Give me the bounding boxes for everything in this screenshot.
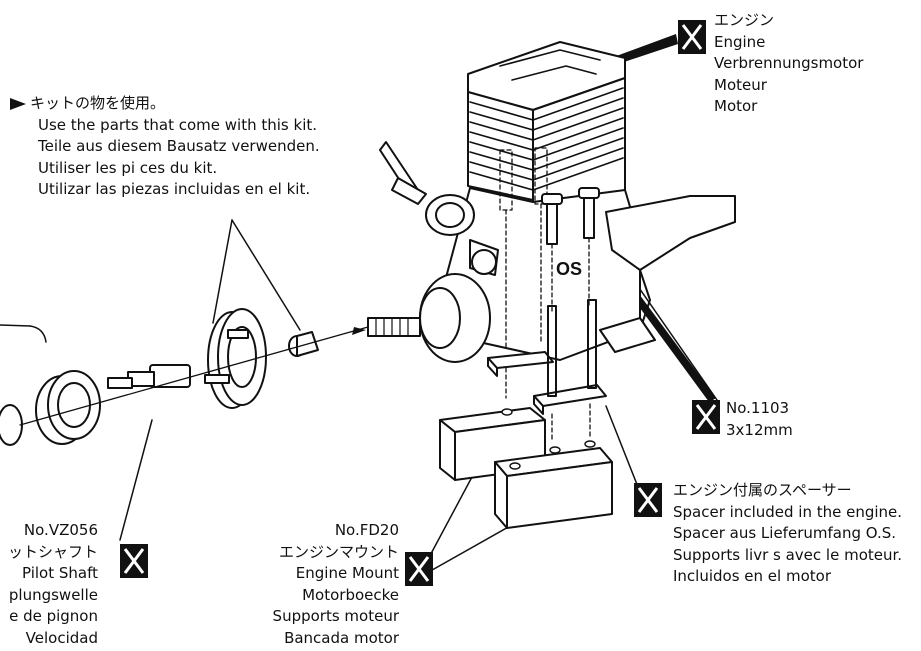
engine-label-ja: エンジン (714, 11, 775, 29)
pilot-part-number: No.VZ056 (23, 521, 98, 539)
kit-parts-label-en: Use the parts that come with this kit. (38, 115, 318, 134)
engine-label-es: Motor (714, 97, 758, 115)
mount-label-fr: Supports moteur (272, 607, 399, 625)
pilot-label-en: Pilot Shaft (22, 564, 98, 582)
callout-pilot-shaft: No.VZ056 ットシャフト Pilot Shaft plungswelle … (8, 520, 98, 649)
spacer-label-en: Spacer included in the engine. (673, 502, 903, 521)
mount-part-number: No.FD20 (334, 521, 399, 539)
drivetrain-parts (0, 308, 369, 446)
spacer-label-de: Spacer aus Lieferumfang O.S. (673, 524, 897, 542)
marker-spacer (634, 483, 662, 517)
marker-pilot-shaft (120, 544, 148, 578)
marker-engine (678, 20, 706, 54)
screw-part-number: No.1103 (726, 399, 790, 417)
mount-label-es: Bancada motor (284, 628, 399, 647)
arrow-bullet-icon (10, 97, 26, 110)
callout-kit-parts: キットの物を使用。 Use the parts that come with t… (10, 93, 320, 201)
engine-mount-blocks (439, 367, 613, 529)
svg-text:OS: OS (556, 259, 582, 279)
callout-screw: No.1103 3x12mm (726, 398, 793, 441)
spacer-label-es: Incluidos en el motor (673, 567, 831, 585)
engine: OS (367, 41, 736, 363)
screw-size: 3x12mm (726, 420, 793, 439)
pilot-label-ja: ットシャフト (7, 542, 98, 561)
engine-label-de: Verbrennungsmotor (714, 54, 864, 72)
mount-label-en: Engine Mount (295, 564, 399, 582)
kit-parts-label-ja: キットの物を使用。 (30, 94, 166, 112)
kit-parts-label-fr: Utiliser les pi ces du kit. (38, 158, 218, 177)
engine-label-fr: Moteur (714, 75, 767, 94)
spacer-label-ja: エンジン付属のスペーサー (673, 481, 852, 499)
callout-engine-mount: No.FD20 エンジンマウント Engine Mount Motorboeck… (273, 520, 399, 649)
pilot-label-fr: e de pignon (9, 607, 98, 625)
spacer-parts (487, 299, 607, 415)
pilot-label-es: Velocidad (25, 628, 98, 647)
callout-engine: エンジン Engine Verbrennungsmotor Moteur Mot… (714, 10, 863, 118)
engine-label-en: Engine (714, 32, 766, 51)
marker-engine-mount (405, 552, 433, 586)
kit-parts-label-de: Teile aus diesem Bausatz verwenden. (38, 137, 320, 155)
mount-label-ja: エンジンマウント (278, 542, 399, 561)
marker-screw (692, 400, 720, 434)
pilot-label-de: plungswelle (8, 585, 98, 604)
spacer-label-fr: Supports livr s avec le moteur. (673, 545, 903, 564)
kit-parts-label-es: Utilizar las piezas incluidas en el kit. (38, 180, 311, 198)
callout-spacer: エンジン付属のスペーサー Spacer included in the engi… (673, 480, 902, 588)
mount-label-de: Motorboecke (302, 585, 399, 604)
